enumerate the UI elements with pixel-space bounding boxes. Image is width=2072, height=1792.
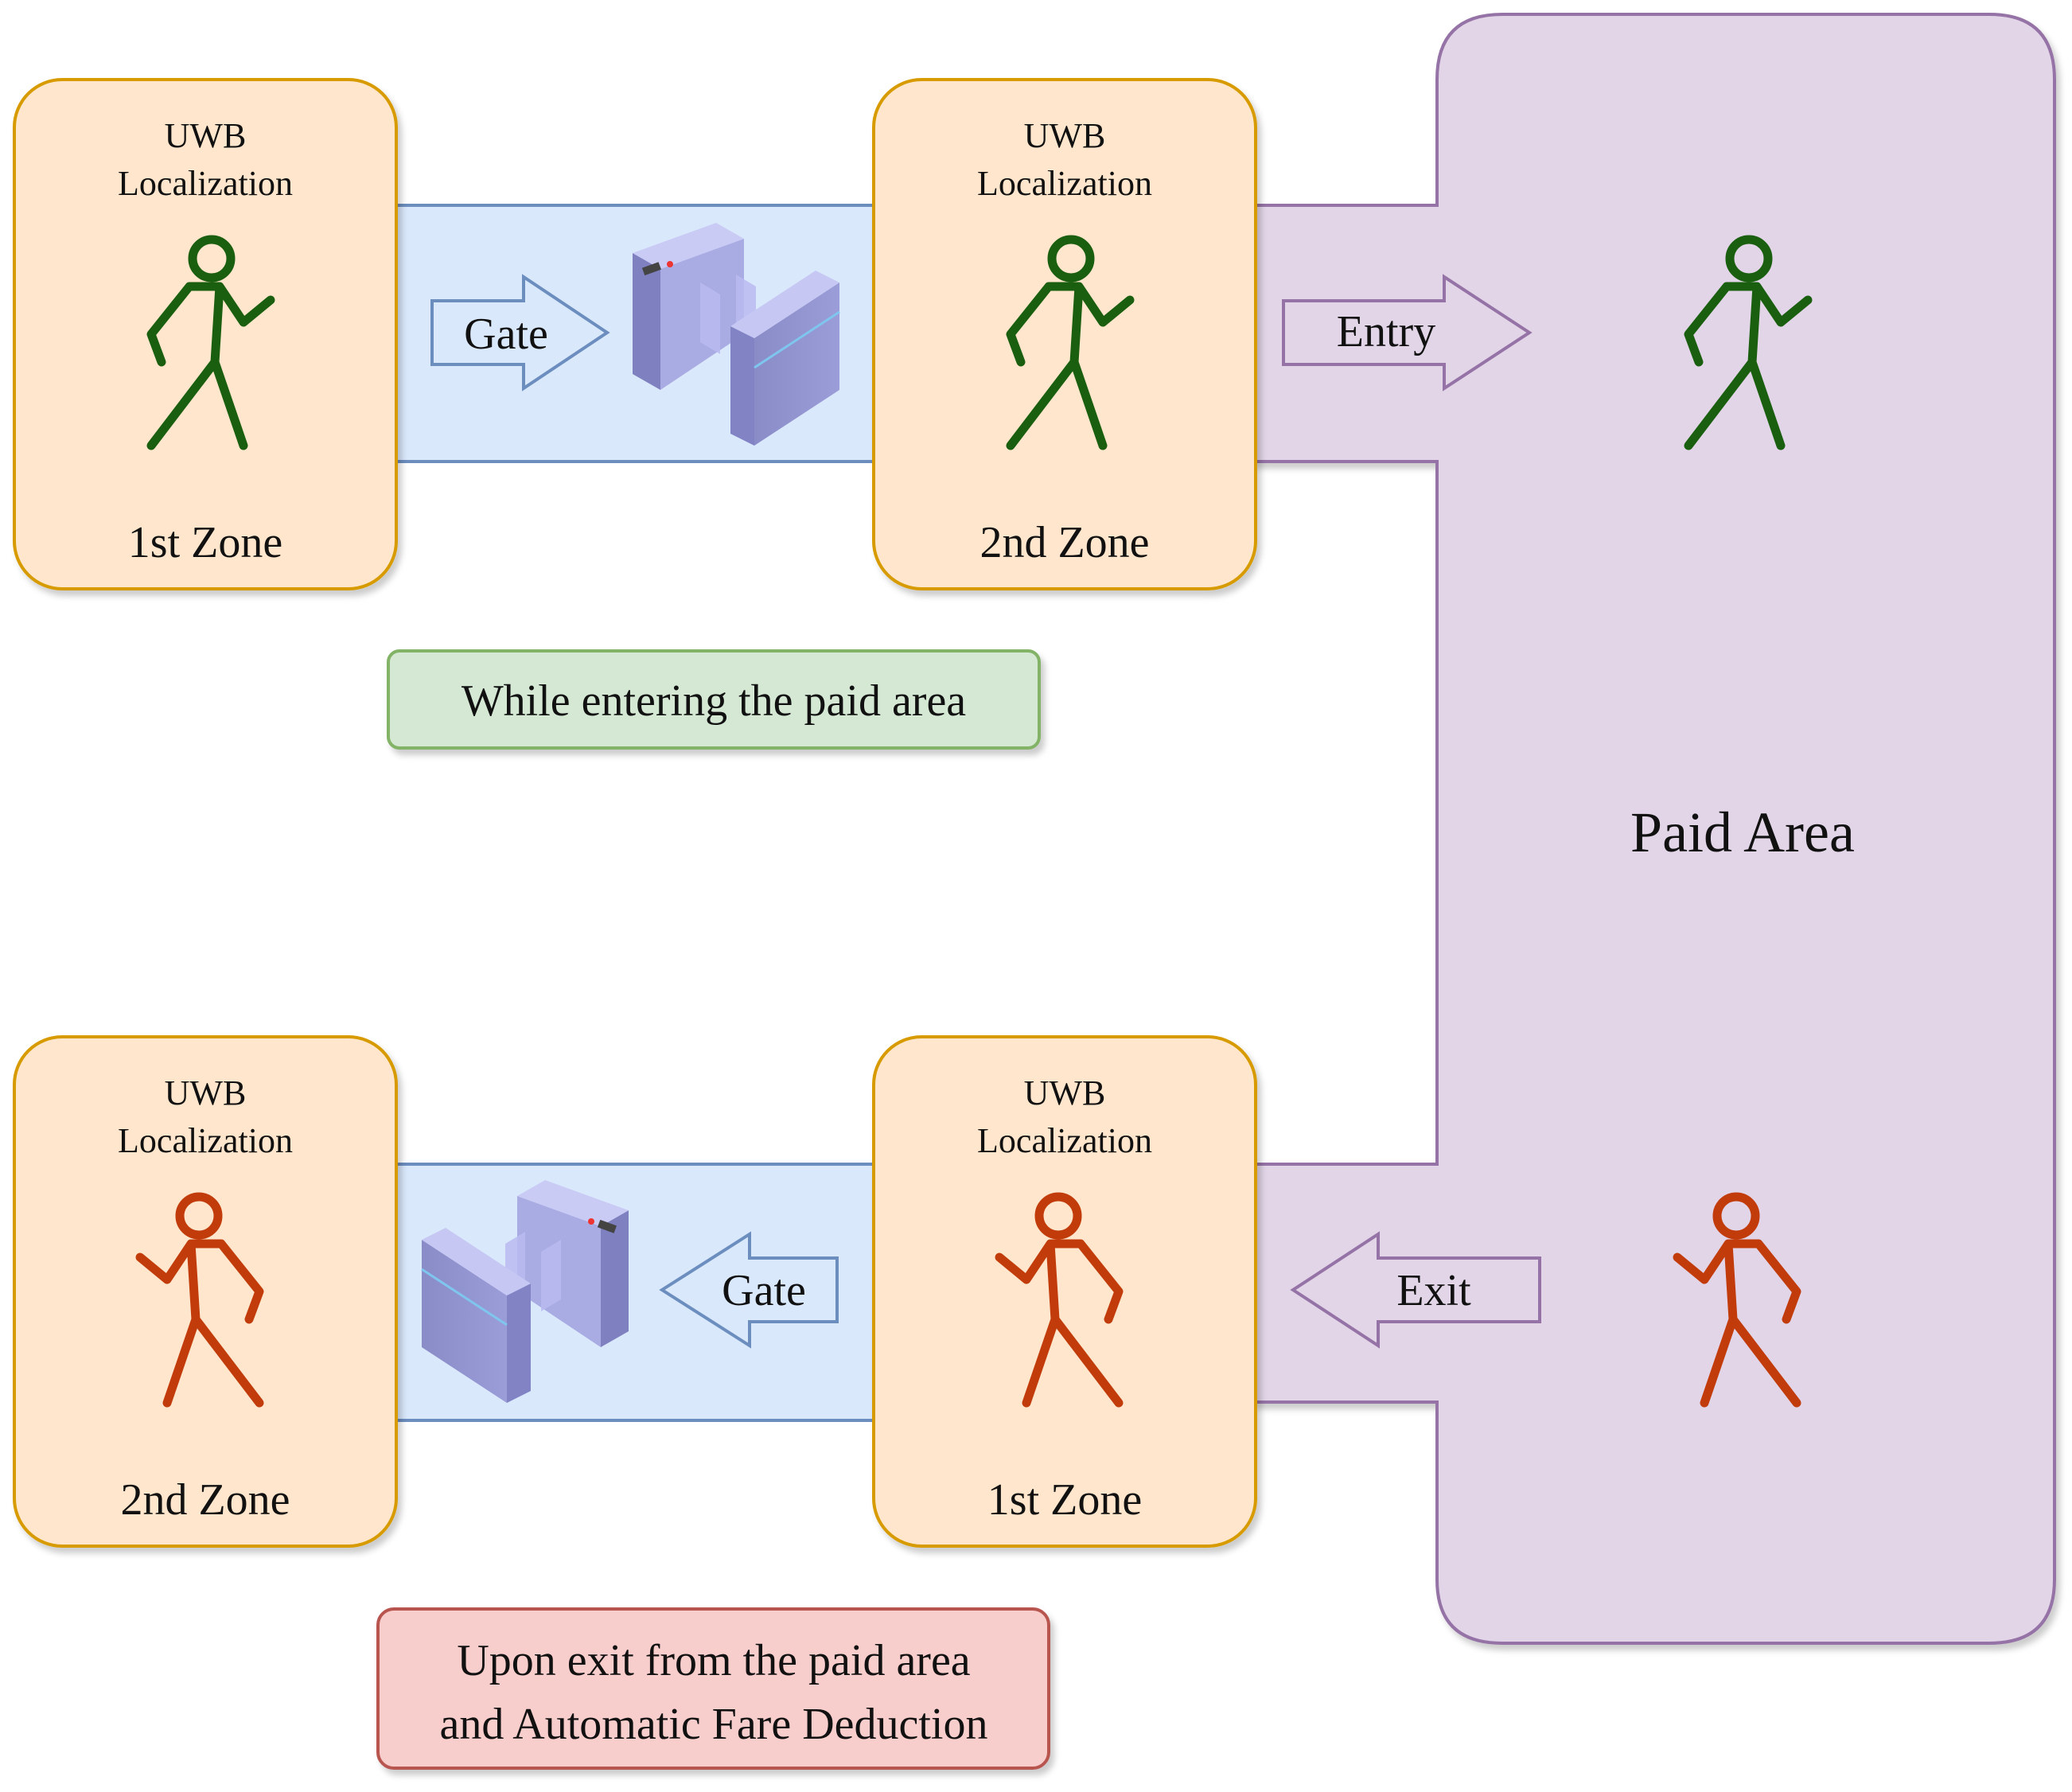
entry-zone-1: UWB Localization 1st Zone	[13, 78, 398, 590]
exit-caption: Upon exit from the paid area and Automat…	[376, 1607, 1050, 1770]
turnstile-gate-icon	[421, 1180, 629, 1403]
entry-label: Entry	[1337, 307, 1435, 356]
turnstile-gate-icon	[633, 223, 840, 446]
paid-area-label: Paid Area	[1630, 801, 1855, 864]
exit-arrow-icon: Exit	[1290, 1231, 1541, 1349]
zone-subtitle: Localization	[977, 1121, 1152, 1160]
zone-title: UWB	[1024, 1073, 1106, 1112]
zone-title: UWB	[165, 1073, 247, 1112]
zone-name: 1st Zone	[128, 518, 282, 567]
walking-person-icon	[1684, 235, 1813, 450]
zone-title: UWB	[165, 116, 247, 155]
walking-person-icon	[1006, 235, 1135, 450]
entry-caption-text: While entering the paid area	[462, 676, 966, 726]
zone-name: 2nd Zone	[980, 518, 1149, 567]
zone-subtitle: Localization	[118, 164, 293, 203]
zone-name: 2nd Zone	[120, 1475, 290, 1525]
entry-arrow-icon: Entry	[1282, 274, 1533, 392]
exit-gate-arrow-icon: Gate	[659, 1231, 839, 1349]
walking-person-icon	[1673, 1192, 1801, 1408]
zone-name: 1st Zone	[987, 1475, 1142, 1525]
entry-zone-2: UWB Localization 2nd Zone	[872, 78, 1257, 590]
exit-caption-line-1: Upon exit from the paid area	[457, 1636, 970, 1685]
exit-label: Exit	[1396, 1266, 1471, 1315]
gate-label: Gate	[464, 310, 548, 359]
entry-caption: While entering the paid area	[387, 649, 1041, 750]
walking-person-icon	[995, 1192, 1124, 1408]
zone-title: UWB	[1024, 116, 1106, 155]
zone-subtitle: Localization	[118, 1121, 293, 1160]
exit-caption-line-2: and Automatic Fare Deduction	[440, 1700, 988, 1749]
entry-gate-arrow-icon: Gate	[430, 274, 610, 392]
exit-zone-2: UWB Localization 2nd Zone	[13, 1035, 398, 1548]
exit-zone-1: UWB Localization 1st Zone	[872, 1035, 1257, 1548]
gate-label: Gate	[722, 1266, 806, 1315]
walking-person-icon	[135, 1192, 264, 1408]
paid-area-shape	[1252, 13, 2056, 1645]
zone-subtitle: Localization	[977, 164, 1152, 203]
walking-person-icon	[146, 235, 275, 450]
